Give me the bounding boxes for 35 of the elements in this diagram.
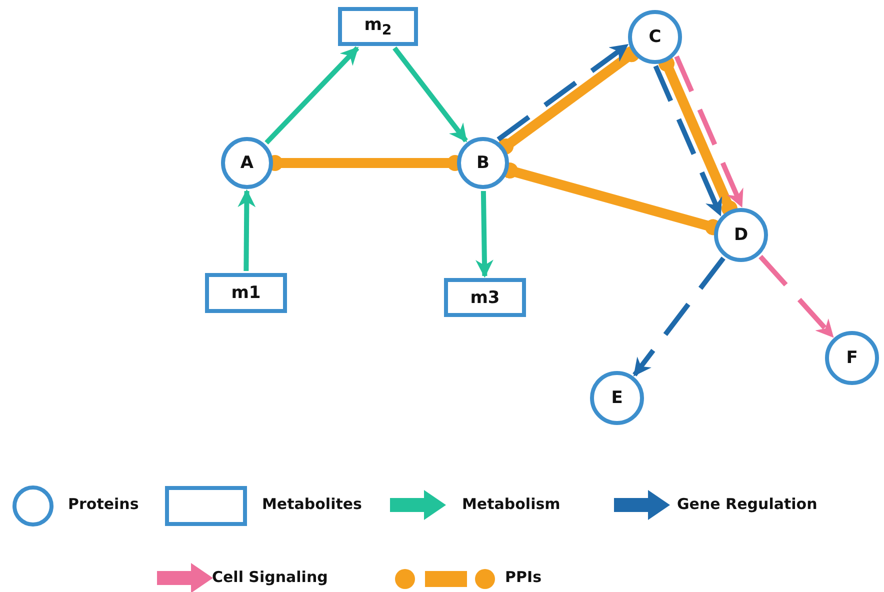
protein-circle — [714, 208, 768, 262]
protein-circle — [221, 137, 273, 189]
node-label: D — [734, 225, 748, 245]
interaction-line — [658, 56, 738, 216]
node-label: A — [240, 153, 254, 173]
protein-circle — [825, 331, 879, 385]
metabolite-box — [444, 278, 526, 317]
interaction-line — [498, 46, 640, 154]
arrow — [238, 189, 256, 272]
legend-label: Gene Regulation — [677, 495, 818, 513]
node-label: C — [648, 27, 662, 47]
metabolite-box — [205, 273, 287, 313]
node-label: B — [476, 153, 490, 173]
arrow — [392, 46, 468, 142]
protein-circle — [457, 137, 509, 189]
legend-label: Cell Signaling — [212, 568, 328, 586]
arrow — [475, 190, 494, 278]
node-label: m$_{2}$ — [364, 14, 392, 38]
arrow — [264, 46, 360, 145]
arrow — [632, 256, 726, 376]
protein-circle — [590, 371, 644, 425]
arrow — [496, 43, 629, 142]
metabolite-box — [338, 7, 418, 46]
legend-label: Proteins — [68, 495, 139, 513]
protein-circle — [628, 10, 682, 64]
node-label: E — [611, 388, 623, 408]
legend-label: PPIs — [505, 568, 542, 586]
arrow — [758, 254, 834, 338]
legend-label: Metabolism — [462, 495, 560, 513]
legend-label: Metabolites — [262, 495, 362, 513]
node-label: F — [846, 348, 858, 368]
arrow — [653, 65, 723, 216]
node-label: m1 — [231, 283, 261, 303]
arrow — [674, 55, 744, 208]
node-label: m3 — [470, 288, 500, 308]
